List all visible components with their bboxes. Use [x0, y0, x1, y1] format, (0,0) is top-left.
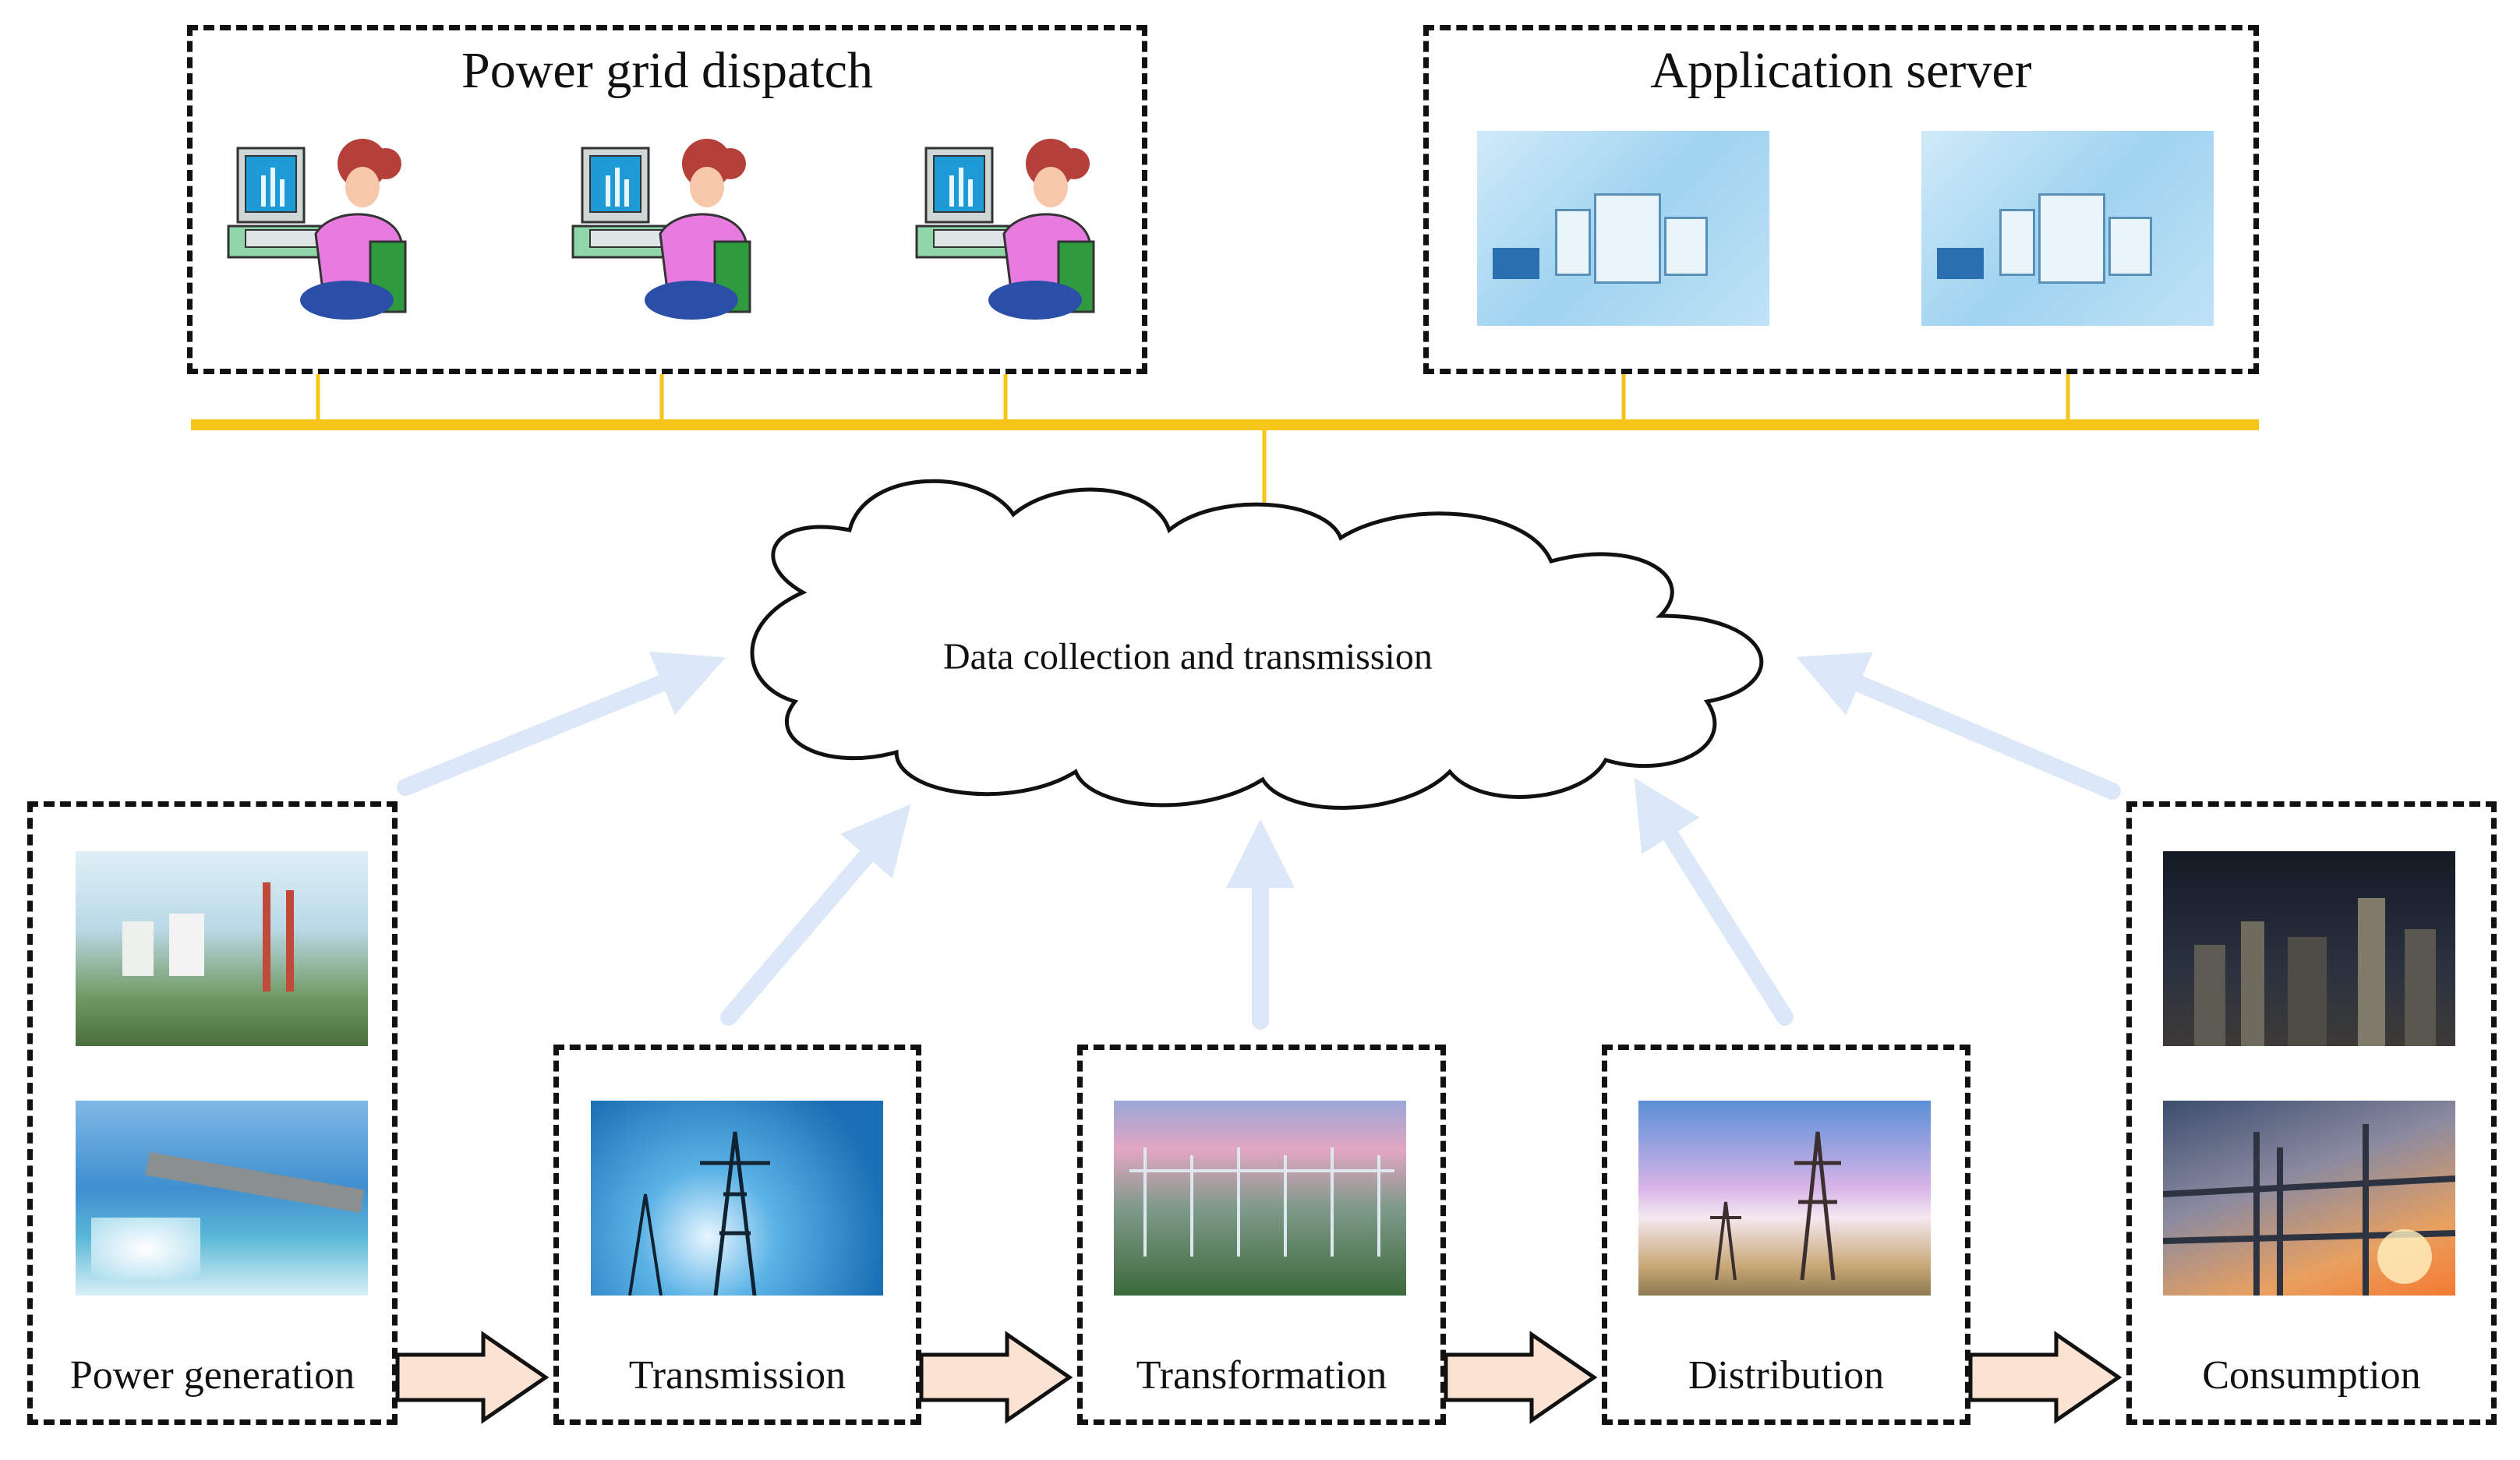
upload-arrow-consumption [1796, 652, 2121, 800]
server-image-2 [1921, 131, 2214, 326]
transmission-label: Transmission [628, 1353, 846, 1398]
cloud-shape [750, 479, 1764, 810]
flow-arrow-4 [1968, 1331, 2122, 1424]
server-box: Application server [1423, 25, 2259, 374]
transformation-box: Transformation [1077, 1045, 1446, 1425]
industrial-structures [2163, 1124, 2455, 1296]
distribution-box: Distribution [1602, 1045, 1970, 1425]
dispatch-title: Power grid dispatch [461, 42, 873, 99]
upload-arrows [397, 651, 2121, 1030]
distribution-line-photo [1638, 1101, 1931, 1296]
transformation-label: Transformation [1136, 1353, 1387, 1398]
flow-arrow-1 [395, 1331, 550, 1424]
flow-arrow-2 [919, 1331, 1073, 1424]
upload-arrow-distribution [1634, 777, 1794, 1026]
consumption-box: Consumption [2126, 801, 2497, 1425]
server-image-1 [1477, 131, 1769, 326]
substation-photo [1114, 1101, 1406, 1296]
hydro-dam-photo [76, 1101, 368, 1296]
bus-line [191, 374, 2259, 518]
substation-structures [1129, 1147, 1394, 1257]
distribution-towers [1710, 1131, 1841, 1281]
flow-arrow-3 [1444, 1331, 1598, 1424]
distribution-label: Distribution [1688, 1353, 1885, 1398]
power-plant-photo [76, 851, 368, 1046]
generation-box: Power generation [27, 801, 398, 1425]
flow-arrows [395, 1331, 2122, 1424]
upload-arrow-transmission [720, 804, 911, 1026]
server-title: Application server [1650, 42, 2032, 99]
consumption-label: Consumption [2202, 1353, 2421, 1398]
industrial-plant-photo [2163, 1101, 2455, 1296]
upload-arrow-generation [397, 651, 726, 796]
generation-label: Power generation [69, 1353, 355, 1398]
transmission-box: Transmission [553, 1045, 921, 1425]
city-night-photo [2163, 851, 2455, 1046]
transmission-tower-photo [591, 1101, 883, 1296]
cloud-label: Data collection and transmission [943, 636, 1433, 677]
tower-silhouette [628, 1131, 770, 1296]
dispatch-box: Power grid dispatch [187, 25, 1147, 374]
